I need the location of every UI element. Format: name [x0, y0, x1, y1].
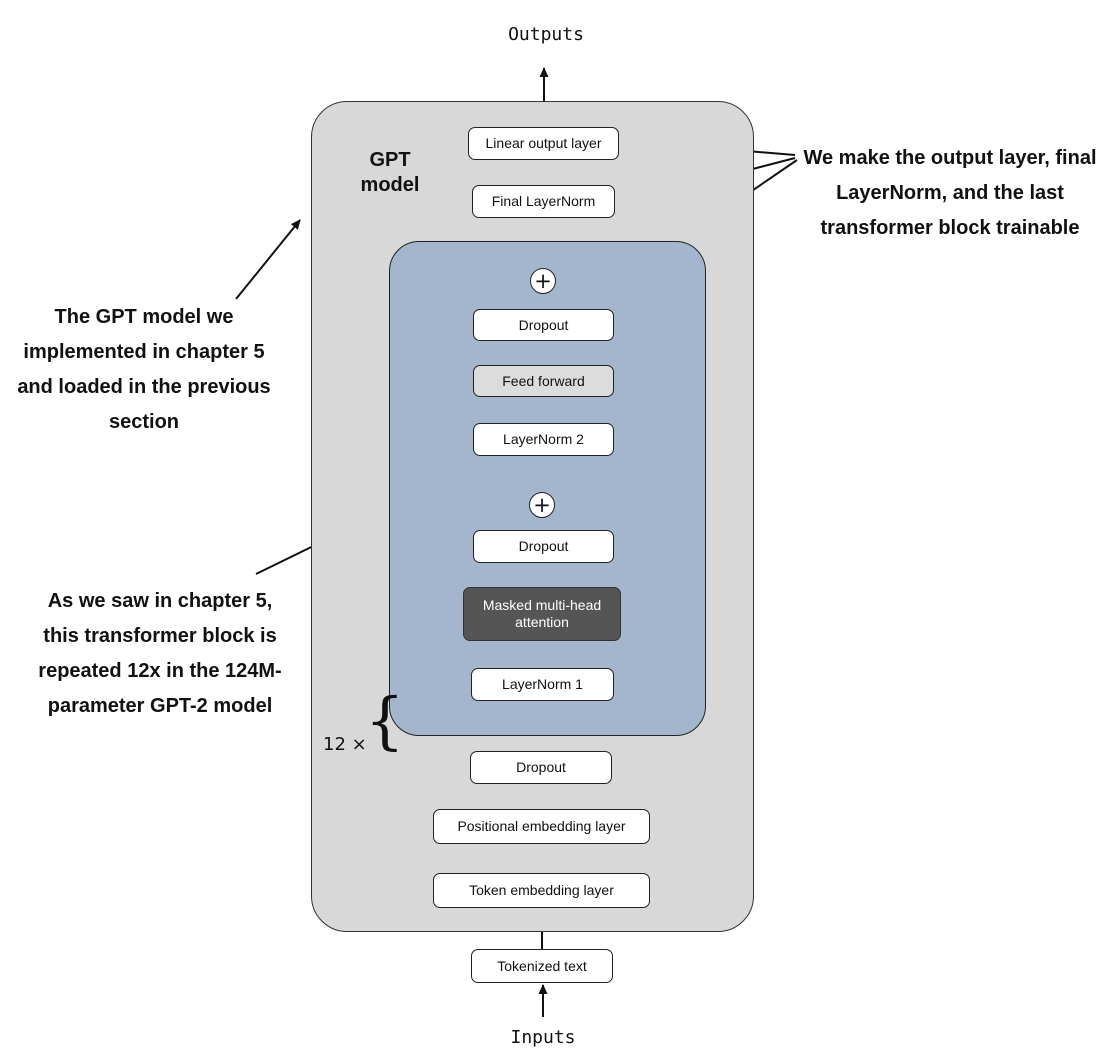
dropout-embedding-box: Dropout	[470, 751, 612, 784]
final-layernorm-box: Final LayerNorm	[472, 185, 615, 218]
dropout-mid-box: Dropout	[473, 530, 614, 563]
gpt-model-label: GPT model	[360, 149, 420, 196]
linear-output-layer-box: Linear output layer	[468, 127, 619, 160]
token-embedding-box: Token embedding layer	[433, 873, 650, 908]
pointer-to-gpt-model	[235, 219, 301, 300]
residual-add-bottom-icon: +	[529, 492, 555, 518]
positional-embedding-box: Positional embedding layer	[433, 809, 650, 844]
tokenized-text-box: Tokenized text	[471, 949, 613, 983]
trainable-annotation: We make the output layer, final LayerNor…	[803, 147, 1097, 239]
repeat-brace-icon: {	[365, 684, 405, 757]
residual-add-top-icon: +	[530, 268, 556, 294]
outputs-label: Outputs	[508, 24, 584, 45]
inputs-label: Inputs	[510, 1027, 576, 1048]
feed-forward-box: Feed forward	[473, 365, 614, 397]
layernorm-2-box: LayerNorm 2	[473, 423, 614, 456]
gpt-model-annotation: The GPT model we implemented in chapter …	[17, 306, 271, 433]
layernorm-1-box: LayerNorm 1	[471, 668, 614, 701]
dropout-top-box: Dropout	[473, 309, 614, 341]
transformer-repeat-annotation: As we saw in chapter 5, this transformer…	[38, 590, 282, 717]
repeat-count-label: 12 ×	[323, 734, 367, 755]
masked-attention-box: Masked multi-head attention	[463, 587, 621, 641]
